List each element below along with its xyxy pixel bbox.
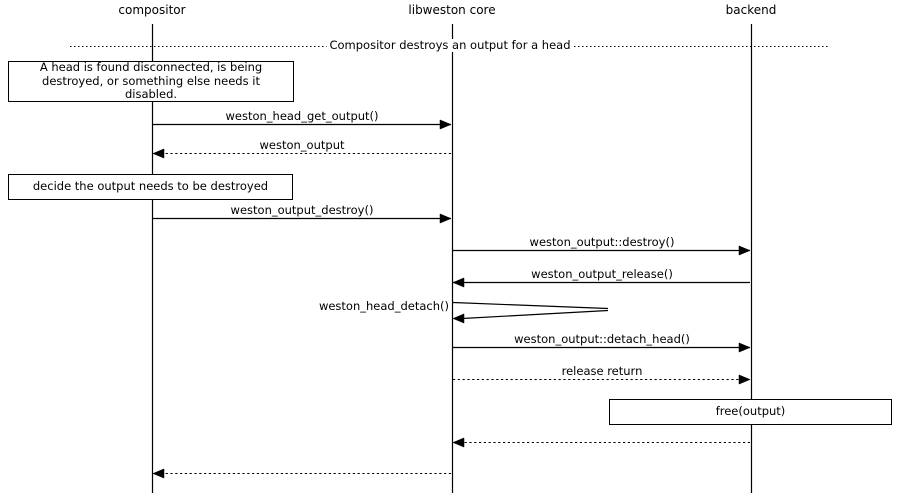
note-head-disconnected: A head is found disconnected, is being d…	[8, 61, 294, 102]
message-label-msg-weston-output-detach-head: weston_output::detach_head()	[514, 332, 690, 346]
message-msg-weston-head-detach-self	[452, 301, 609, 324]
message-msg-backend-return	[452, 437, 750, 448]
message-label-msg-release-return: release return	[561, 364, 643, 378]
message-msg-release-return	[453, 374, 751, 385]
message-label-msg-weston-output-return: weston_output	[259, 138, 345, 152]
arrow-head	[738, 342, 751, 353]
self-call-return	[461, 309, 609, 320]
actor-label-backend: backend	[725, 3, 777, 17]
note-decide-destroy: decide the output needs to be destroyed	[8, 174, 293, 200]
message-msg-weston-head-get-output	[153, 119, 452, 130]
arrow-head	[452, 437, 465, 448]
note-head-disconnected-text: A head is found disconnected, is being d…	[39, 60, 263, 102]
actor-label-compositor: compositor	[118, 3, 186, 17]
self-call-outgoing	[452, 301, 609, 310]
message-label-msg-weston-head-get-output: weston_head_get_output()	[225, 109, 379, 123]
message-label-msg-weston-output-destroy-vfunc: weston_output::destroy()	[529, 235, 675, 249]
message-msg-weston-output-release	[452, 277, 750, 288]
message-msg-core-return	[152, 468, 451, 479]
arrow-head	[452, 277, 465, 288]
note-free-output: free(output)	[609, 399, 892, 425]
message-msg-weston-output-destroy-vfunc	[453, 245, 751, 256]
arrow-head	[452, 313, 465, 324]
message-label-msg-weston-head-detach-self: weston_head_detach()	[318, 299, 449, 313]
arrow-head	[152, 148, 165, 159]
arrow-head	[439, 119, 452, 130]
note-decide-destroy-text: decide the output needs to be destroyed	[32, 179, 269, 194]
arrow-head	[738, 245, 751, 256]
actor-label-libweston-core: libweston core	[408, 3, 496, 17]
message-label-msg-weston-output-release: weston_output_release()	[531, 267, 673, 281]
message-msg-weston-output-destroy	[153, 213, 452, 224]
divider-label: Compositor destroys an output for a head	[326, 39, 574, 52]
arrow-head	[152, 468, 165, 479]
arrow-head	[738, 374, 751, 385]
message-msg-weston-output-detach-head	[453, 342, 751, 353]
arrow-head	[439, 213, 452, 224]
note-free-output-text: free(output)	[715, 404, 786, 419]
message-label-msg-weston-output-destroy: weston_output_destroy()	[230, 203, 374, 217]
message-msg-weston-output-return	[152, 148, 451, 159]
